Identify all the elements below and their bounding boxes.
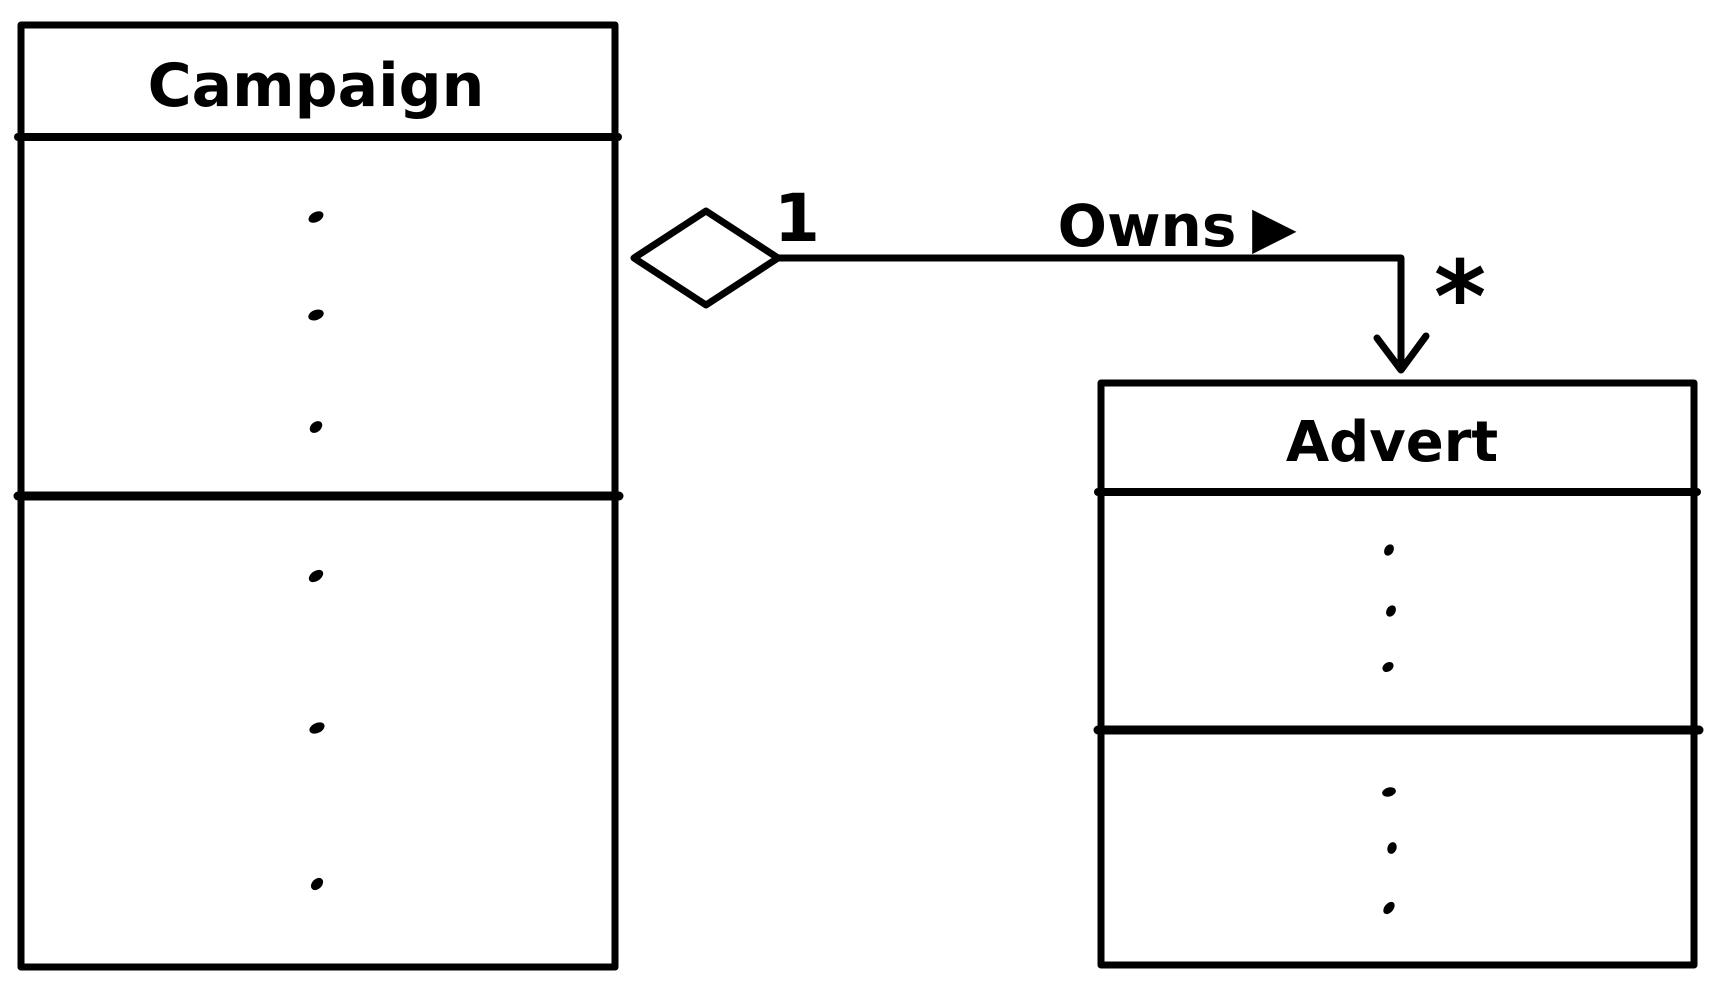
dot-icon bbox=[1382, 661, 1394, 673]
dot-icon bbox=[1383, 901, 1395, 915]
dot-icon bbox=[1382, 787, 1396, 797]
campaign-attribute-placeholder-dots bbox=[308, 211, 324, 433]
advert-class-box bbox=[1097, 379, 1698, 969]
campaign-method-placeholder-dots bbox=[308, 569, 325, 891]
advert-attribute-placeholder-dots bbox=[1382, 544, 1396, 673]
dot-icon bbox=[1386, 605, 1396, 617]
campaign-class-name: Campaign bbox=[148, 51, 485, 121]
advert-class-name: Advert bbox=[1286, 410, 1498, 475]
dot-icon bbox=[309, 421, 323, 433]
advert-class: Advert bbox=[1093, 379, 1704, 969]
association-name-label: Owns bbox=[1058, 192, 1237, 260]
connector-line bbox=[774, 254, 1405, 368]
open-arrowhead-icon bbox=[1373, 332, 1430, 374]
dot-icon bbox=[309, 722, 325, 734]
reading-direction-triangle-icon: ▶ bbox=[1252, 193, 1297, 261]
dot-icon bbox=[1387, 842, 1397, 854]
dot-icon bbox=[1384, 544, 1394, 556]
dot-icon bbox=[310, 877, 324, 891]
aggregation-diamond-icon bbox=[630, 207, 782, 309]
dot-icon bbox=[308, 211, 324, 223]
owns-relationship: 1 Owns ▶ * bbox=[630, 180, 1486, 374]
advert-method-placeholder-dots bbox=[1382, 787, 1397, 915]
dot-icon bbox=[308, 309, 324, 321]
dot-icon bbox=[308, 569, 324, 583]
to-multiplicity-label: * bbox=[1434, 239, 1486, 356]
campaign-class: Campaign bbox=[13, 21, 624, 971]
from-multiplicity-label: 1 bbox=[774, 180, 820, 257]
